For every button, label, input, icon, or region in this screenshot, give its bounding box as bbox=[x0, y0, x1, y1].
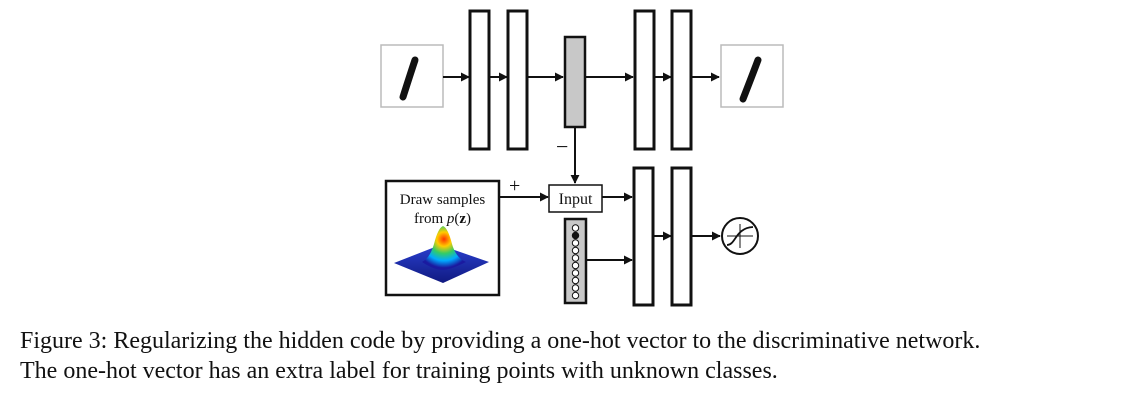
caption-line-1: Figure 3: Regularizing the hidden code b… bbox=[20, 328, 981, 354]
sample-box-line1: Draw samples bbox=[400, 192, 486, 208]
gaussian-surface-plot bbox=[394, 226, 489, 283]
sample-box: Draw samples from p(z) bbox=[384, 179, 501, 297]
caption-line-2: The one-hot vector has an extra label fo… bbox=[20, 358, 778, 384]
sample-box-line2: from p(z) bbox=[414, 211, 471, 227]
input-digit-image bbox=[380, 44, 444, 108]
output-digit-image bbox=[720, 44, 784, 108]
autoencoder-diagram: − Draw samples from p(z) + Input bbox=[380, 9, 784, 307]
input-box: Input bbox=[548, 184, 603, 213]
discriminator-layer-1 bbox=[632, 166, 655, 307]
encoder-layer-1 bbox=[468, 9, 491, 151]
decoder-layer-2 bbox=[670, 9, 693, 151]
discriminator-layer-2 bbox=[670, 166, 693, 307]
plus-sign: + bbox=[509, 175, 520, 197]
one-hot-vector bbox=[563, 217, 588, 305]
input-box-label: Input bbox=[559, 191, 593, 208]
figure-caption: Figure 3: Regularizing the hidden code b… bbox=[20, 326, 1135, 386]
minus-sign: − bbox=[556, 134, 568, 159]
encoder-layer-2 bbox=[506, 9, 529, 151]
decoder-layer-1 bbox=[633, 9, 656, 151]
sigmoid-icon bbox=[721, 217, 759, 255]
hidden-code-layer bbox=[563, 35, 587, 129]
